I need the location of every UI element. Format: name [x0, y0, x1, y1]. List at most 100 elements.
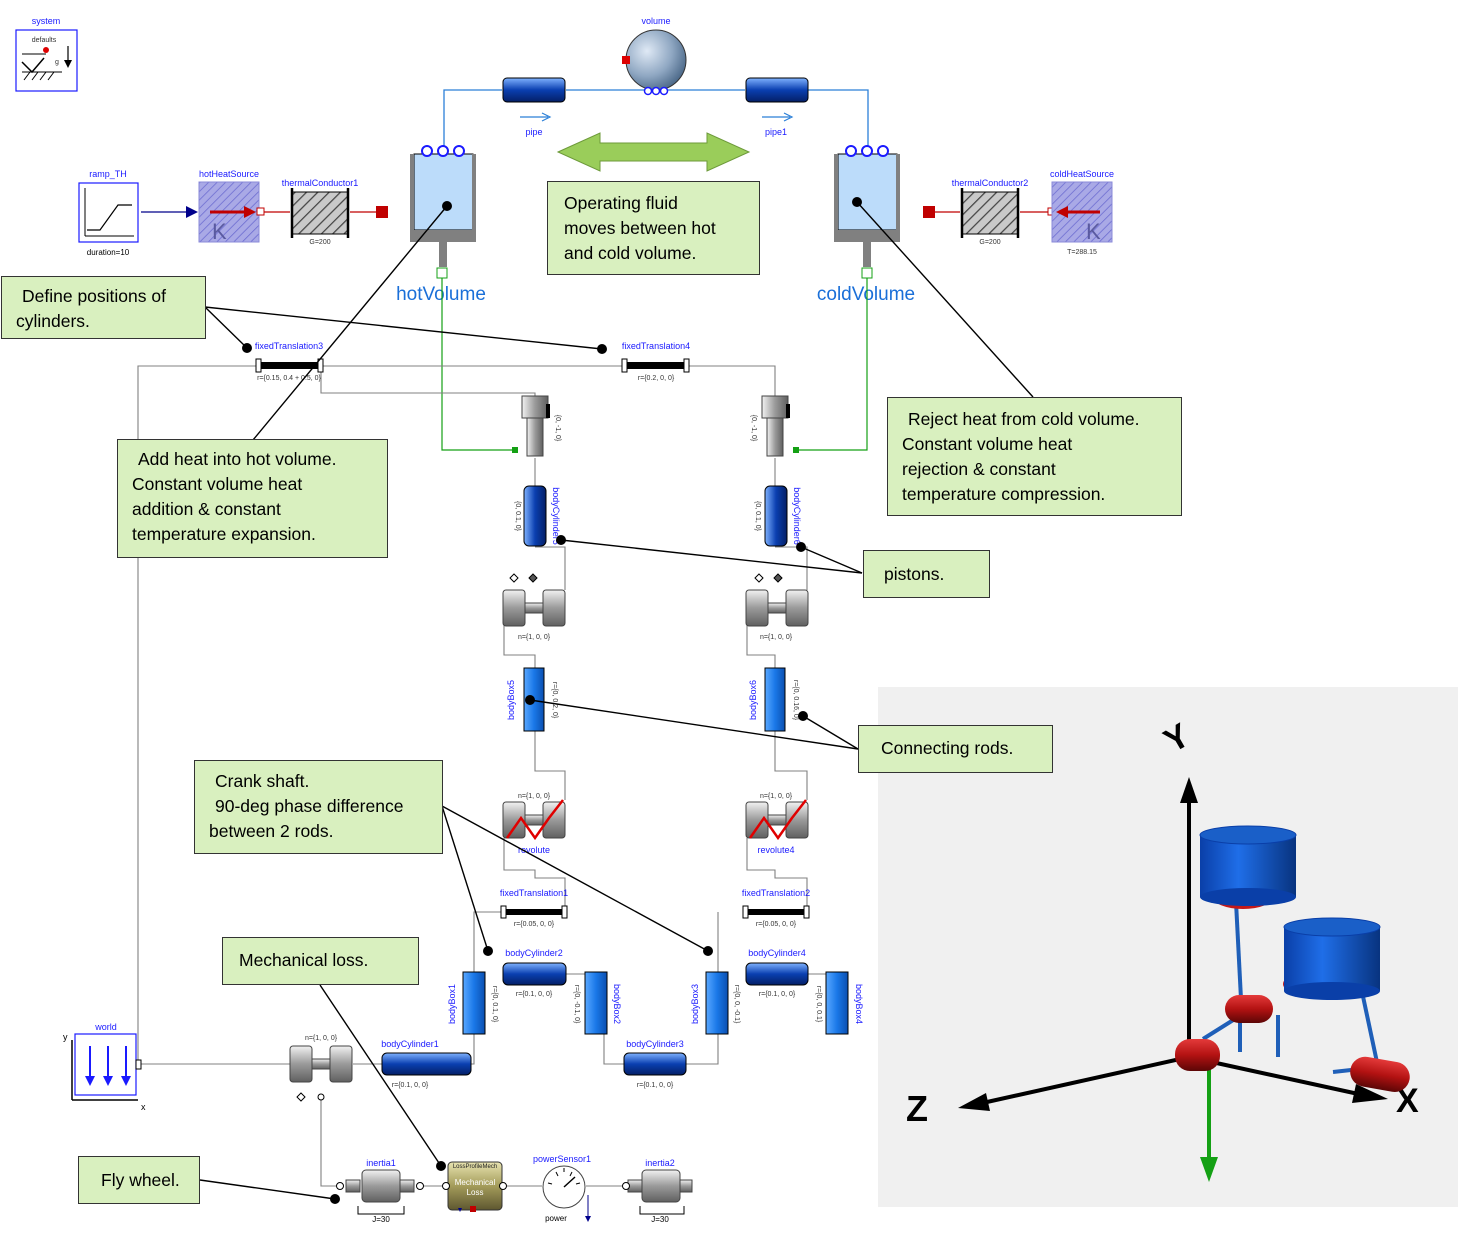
annotation-line: rejection & constant — [902, 459, 1056, 479]
loss-inner-label2: Loss — [467, 1188, 484, 1197]
y-axis-label: Y — [1158, 716, 1197, 760]
prismatic-left-icon[interactable] — [521, 395, 550, 457]
heat-port — [256, 207, 265, 216]
body-box3-label: bodyBox3 — [690, 984, 700, 1024]
annotation-line: addition & constant — [132, 499, 281, 519]
heat-port-connections — [441, 278, 868, 451]
body-cylinder1-icon[interactable] — [381, 1052, 472, 1076]
body-box2-param: r={0, -0.1, 0} — [573, 985, 580, 1024]
annotation-operating-fluid: Operating fluid moves between hot and co… — [547, 181, 760, 275]
loss-inner-label1: Mechanical — [455, 1178, 496, 1187]
annotation-crank-shaft: Crank shaft. 90-deg phase difference bet… — [194, 760, 443, 854]
body-box2-icon[interactable] — [584, 971, 608, 1035]
annotation-line: Crank shaft. — [215, 771, 310, 791]
body-box1-param: r={0, 0.1, 0} — [491, 986, 498, 1023]
body-box6-label: bodyBox6 — [748, 680, 758, 720]
gravity-arrow — [1200, 1157, 1218, 1182]
inertia2-icon[interactable] — [622, 1169, 693, 1215]
x-axis-arrow — [1352, 1084, 1388, 1103]
body-box1-icon[interactable] — [462, 971, 486, 1035]
spherical-left-param: n={1, 0, 0} — [518, 634, 551, 641]
fixed-translation3-icon[interactable] — [255, 358, 324, 373]
annotation-line: cylinders. — [16, 311, 90, 331]
body-cylinder6-icon[interactable] — [764, 485, 788, 547]
spherical-right-param: n={1, 0, 0} — [760, 634, 793, 641]
pipe-icon[interactable] — [502, 77, 566, 122]
body-cylinder2-icon[interactable] — [502, 962, 567, 986]
body-cylinder1-label: bodyCylinder1 — [381, 1039, 439, 1049]
hot-heat-source-icon[interactable] — [198, 181, 260, 243]
spherical-right-icon[interactable] — [745, 573, 809, 627]
cold-heat-source-icon[interactable] — [1051, 181, 1113, 243]
annotation-line: temperature compression. — [902, 484, 1106, 504]
annotation-leaders — [199, 201, 1034, 1200]
z-axis-line — [977, 1055, 1190, 1106]
revolute4-icon[interactable] — [745, 799, 809, 841]
fixed-translation2-icon[interactable] — [742, 905, 810, 919]
body-cylinder6-param: {0, 0.1, 0} — [754, 501, 761, 532]
body-cylinder5-icon[interactable] — [523, 485, 547, 547]
heat-port-solid — [923, 206, 935, 218]
ramp-icon[interactable] — [78, 182, 139, 243]
thermal-conductor2-label: thermalConductor2 — [952, 178, 1029, 188]
annotation-line: and cold volume. — [564, 243, 697, 263]
hot-heat-source-label: hotHeatSource — [199, 169, 259, 179]
inertia1-icon[interactable] — [336, 1169, 424, 1215]
body-cylinder1-param: r={0.1, 0, 0} — [392, 1082, 429, 1089]
body-box5-param: r={0, 0.2, 0} — [551, 682, 558, 719]
body-box6-icon[interactable] — [764, 667, 786, 732]
main-revolute-param: n={1, 0, 0} — [305, 1035, 338, 1042]
fixed-translation4-icon[interactable] — [621, 358, 690, 373]
annotation-line: between 2 rods. — [209, 821, 334, 841]
fixed-translation1-icon[interactable] — [500, 905, 568, 919]
revolute-icon[interactable] — [502, 799, 566, 841]
annotation-line: Connecting rods. — [881, 738, 1014, 758]
system-icon[interactable] — [15, 29, 78, 92]
annotation-line: Add heat into hot volume. — [138, 449, 337, 469]
annotation-line: moves between hot — [564, 218, 716, 238]
heat-port-solid — [376, 206, 388, 218]
volume-icon[interactable] — [622, 29, 687, 96]
cold-volume-icon[interactable] — [834, 145, 900, 279]
ramp-param: duration=10 — [87, 248, 130, 257]
double-arrow-icon — [556, 132, 751, 172]
body-box3-param: r={0, 0, -0.1} — [733, 985, 740, 1024]
prismatic-right-icon[interactable] — [761, 395, 790, 457]
annotation-reject-heat: Reject heat from cold volume. Constant v… — [887, 397, 1182, 516]
body-cylinder3-icon[interactable] — [623, 1052, 687, 1076]
ramp-label: ramp_TH — [89, 169, 127, 179]
power-sensor-icon[interactable] — [542, 1165, 591, 1222]
annotation-line: Mechanical loss. — [239, 950, 369, 970]
main-revolute-icon[interactable] — [289, 1045, 353, 1102]
thermal-conductor1-label: thermalConductor1 — [282, 178, 359, 188]
z-axis-label: Z — [906, 1088, 928, 1129]
hot-volume-icon[interactable] — [410, 145, 476, 279]
inertia2-param: J=30 — [651, 1215, 669, 1224]
loss-icon[interactable] — [442, 1161, 507, 1212]
thermal-conductor2-icon[interactable] — [960, 188, 1020, 238]
revolute4-label: revolute4 — [757, 845, 794, 855]
body-cylinder4-param: r={0.1, 0, 0} — [759, 991, 796, 998]
world-icon[interactable] — [71, 1033, 142, 1101]
body-cylinder3-label: bodyCylinder3 — [626, 1039, 684, 1049]
body-cylinder2-label: bodyCylinder2 — [505, 948, 563, 958]
animation-3d-view: Y Z X — [878, 687, 1458, 1207]
annotation-line: Fly wheel. — [101, 1170, 180, 1190]
spherical-left-icon[interactable] — [502, 573, 566, 627]
body-cylinder4-icon[interactable] — [745, 962, 809, 986]
thermal-conductor1-icon[interactable] — [290, 188, 350, 238]
body-box3-icon[interactable] — [705, 971, 729, 1035]
pipe1-icon[interactable] — [745, 77, 809, 122]
world-y-label: y — [63, 1032, 68, 1042]
fixed-translation4-label: fixedTranslation4 — [622, 341, 690, 351]
animation-3d-canvas: Y Z X — [906, 716, 1419, 1182]
system-defaults-label: defaults — [32, 37, 57, 44]
body-box5-label: bodyBox5 — [506, 680, 516, 720]
body-cylinder5-param: {0, 0.1, 0} — [514, 501, 521, 532]
fixed-translation3-label: fixedTranslation3 — [255, 341, 323, 351]
thermal-conductor1-param: G=200 — [309, 239, 330, 246]
body-box4-icon[interactable] — [825, 971, 849, 1035]
inertia1-label: inertia1 — [366, 1158, 396, 1168]
annotation-line: 90-deg phase difference — [215, 796, 404, 816]
